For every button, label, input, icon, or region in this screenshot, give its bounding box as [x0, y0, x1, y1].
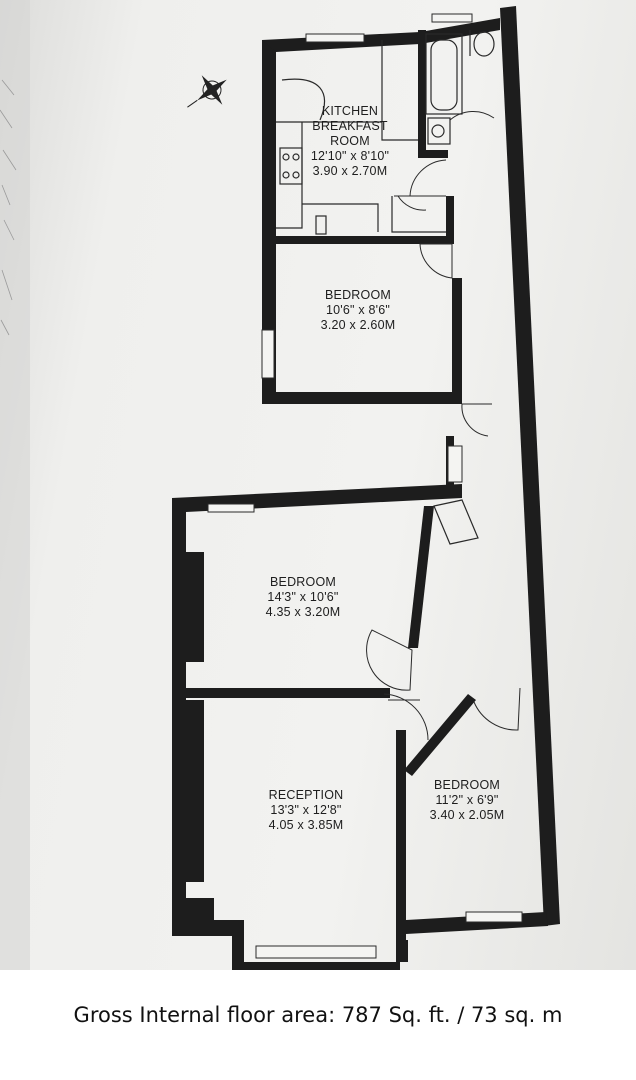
bedroom3-metric: 3.40 x 2.05M: [429, 808, 505, 822]
kitchen-name-line1: KITCHEN: [321, 104, 379, 118]
compass-rose-icon: [187, 75, 227, 108]
reception-label: RECEPTION 13'3" x 12'8" 4.05 x 3.85M: [269, 788, 344, 833]
bedroom2-metric: 4.35 x 3.20M: [265, 605, 341, 619]
kitchen-label: KITCHEN BREAKFAST ROOM 12'10" x 8'10" 3.…: [311, 104, 389, 179]
kitchen-name-line2: BREAKFAST: [312, 119, 388, 133]
bedroom2-imperial: 14'3" x 10'6": [267, 590, 339, 604]
entrance: [446, 403, 492, 488]
kitchen-window: [305, 33, 365, 43]
bedroom2-window: [207, 503, 255, 513]
upper-walls: [262, 6, 560, 926]
reception-bay-window: [255, 945, 377, 959]
bedroom1-window: [261, 329, 275, 379]
lower-walls: [172, 484, 548, 970]
paper-shadow: [0, 0, 30, 970]
lower-doors: [366, 629, 521, 741]
reception-imperial: 13'3" x 12'8": [270, 803, 342, 817]
bedroom1-metric: 3.20 x 2.60M: [320, 318, 396, 332]
reception-metric: 4.05 x 3.85M: [268, 818, 344, 832]
floor-area-caption: Gross Internal floor area: 787 Sq. ft. /…: [73, 1003, 563, 1027]
bedroom1-door: [419, 243, 453, 279]
floor-plan: [0, 0, 560, 970]
margin-scribbles: [0, 79, 17, 336]
bedroom1-name: BEDROOM: [324, 288, 391, 302]
bedroom3-label: BEDROOM 11'2" x 6'9" 3.40 x 2.05M: [430, 778, 505, 823]
bathroom-window: [431, 13, 473, 23]
kitchen-name-line3: ROOM: [330, 134, 370, 148]
bedroom3-imperial: 11'2" x 6'9": [435, 793, 499, 807]
bedroom1-label: BEDROOM 10'6" x 8'6" 3.20 x 2.60M: [321, 288, 396, 333]
kitchen-metric: 3.90 x 2.70M: [312, 164, 388, 178]
bedroom1-imperial: 10'6" x 8'6": [325, 303, 391, 317]
bedroom3-window: [465, 911, 523, 923]
reception-name: RECEPTION: [268, 788, 344, 802]
bathroom-fittings: [409, 30, 495, 197]
bedroom2-name: BEDROOM: [269, 575, 336, 589]
kitchen-fittings: [276, 40, 446, 235]
kitchen-imperial: 12'10" x 8'10": [310, 149, 390, 163]
bedroom2-label: BEDROOM 14'3" x 10'6" 4.35 x 3.20M: [266, 575, 341, 620]
floor-plan-photo: KITCHEN BREAKFAST ROOM 12'10" x 8'10" 3.…: [0, 0, 636, 970]
bedroom3-name: BEDROOM: [433, 778, 500, 792]
